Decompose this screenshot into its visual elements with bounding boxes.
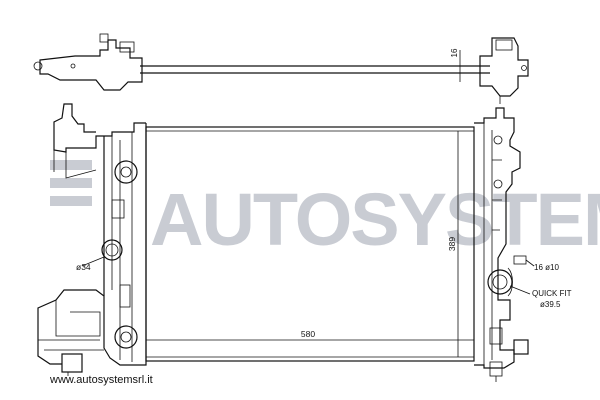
top-view-right-hole [521, 65, 527, 71]
top-view-left-stub [99, 33, 109, 43]
watermark-text: AUTOSYSTEM [150, 178, 600, 261]
right-tank-middle-lug [493, 179, 503, 189]
inlet-pipe [101, 239, 123, 261]
inlet-label: ø34 [76, 262, 91, 272]
left-upper-bolt-boss [114, 160, 138, 184]
outlet-diameter-label: ø39.5 [540, 300, 561, 309]
front-view: ø34 16 ø10 QUICK FIT ø39.5 580 389 [37, 103, 572, 382]
right-lower-clip [489, 327, 503, 345]
quick-fit-leader [509, 285, 531, 295]
right-tank-inner-lines [483, 123, 493, 365]
left-tank-clip [111, 199, 125, 219]
right-bottom-pin [489, 361, 503, 377]
quick-fit-outlet-bore [492, 274, 508, 290]
small-fitting-label: 16 ø10 [534, 263, 559, 272]
top-view-right-tank [479, 37, 529, 97]
left-tank-lower-bracket-lines [38, 339, 104, 351]
watermark-logo-bar-1 [50, 160, 92, 170]
top-view-left-tank [39, 39, 143, 91]
width-label: 580 [301, 329, 315, 339]
left-tank-bracket-detail [53, 150, 97, 179]
top-view-left-plug [33, 61, 43, 71]
top-view-left-connector [119, 41, 135, 53]
inlet-pipe-bore [105, 243, 119, 257]
left-tank-drain [119, 284, 131, 308]
left-upper-bolt [120, 166, 132, 178]
inlet-leader-line [81, 256, 105, 267]
website-url[interactable]: www.autosystemsrl.it [49, 374, 153, 386]
watermark-logo-bar-3 [50, 196, 92, 206]
left-lower-bolt-boss [114, 325, 138, 349]
top-view: 16 [33, 33, 529, 104]
top-view-left-hole [70, 63, 76, 69]
left-tank-lower-bracket [55, 300, 101, 337]
left-tank-outline [37, 123, 147, 366]
thickness-label: 16 [450, 48, 459, 57]
watermark: AUTOSYSTEM [50, 160, 600, 261]
left-lower-bolt [120, 331, 132, 343]
right-lower-connector [513, 339, 529, 355]
quick-fit-label: QUICK FIT [532, 289, 572, 298]
watermark-logo-bar-2 [50, 178, 92, 188]
height-label: 389 [447, 237, 457, 251]
top-view-right-connector [495, 39, 513, 51]
right-tank-ribs [492, 159, 502, 231]
drain-plug [61, 353, 83, 373]
quick-fit-clip [507, 267, 513, 297]
quick-fit-outlet [487, 269, 513, 295]
small-fitting-leader [525, 259, 535, 267]
right-tank-upper-lug [493, 135, 503, 145]
